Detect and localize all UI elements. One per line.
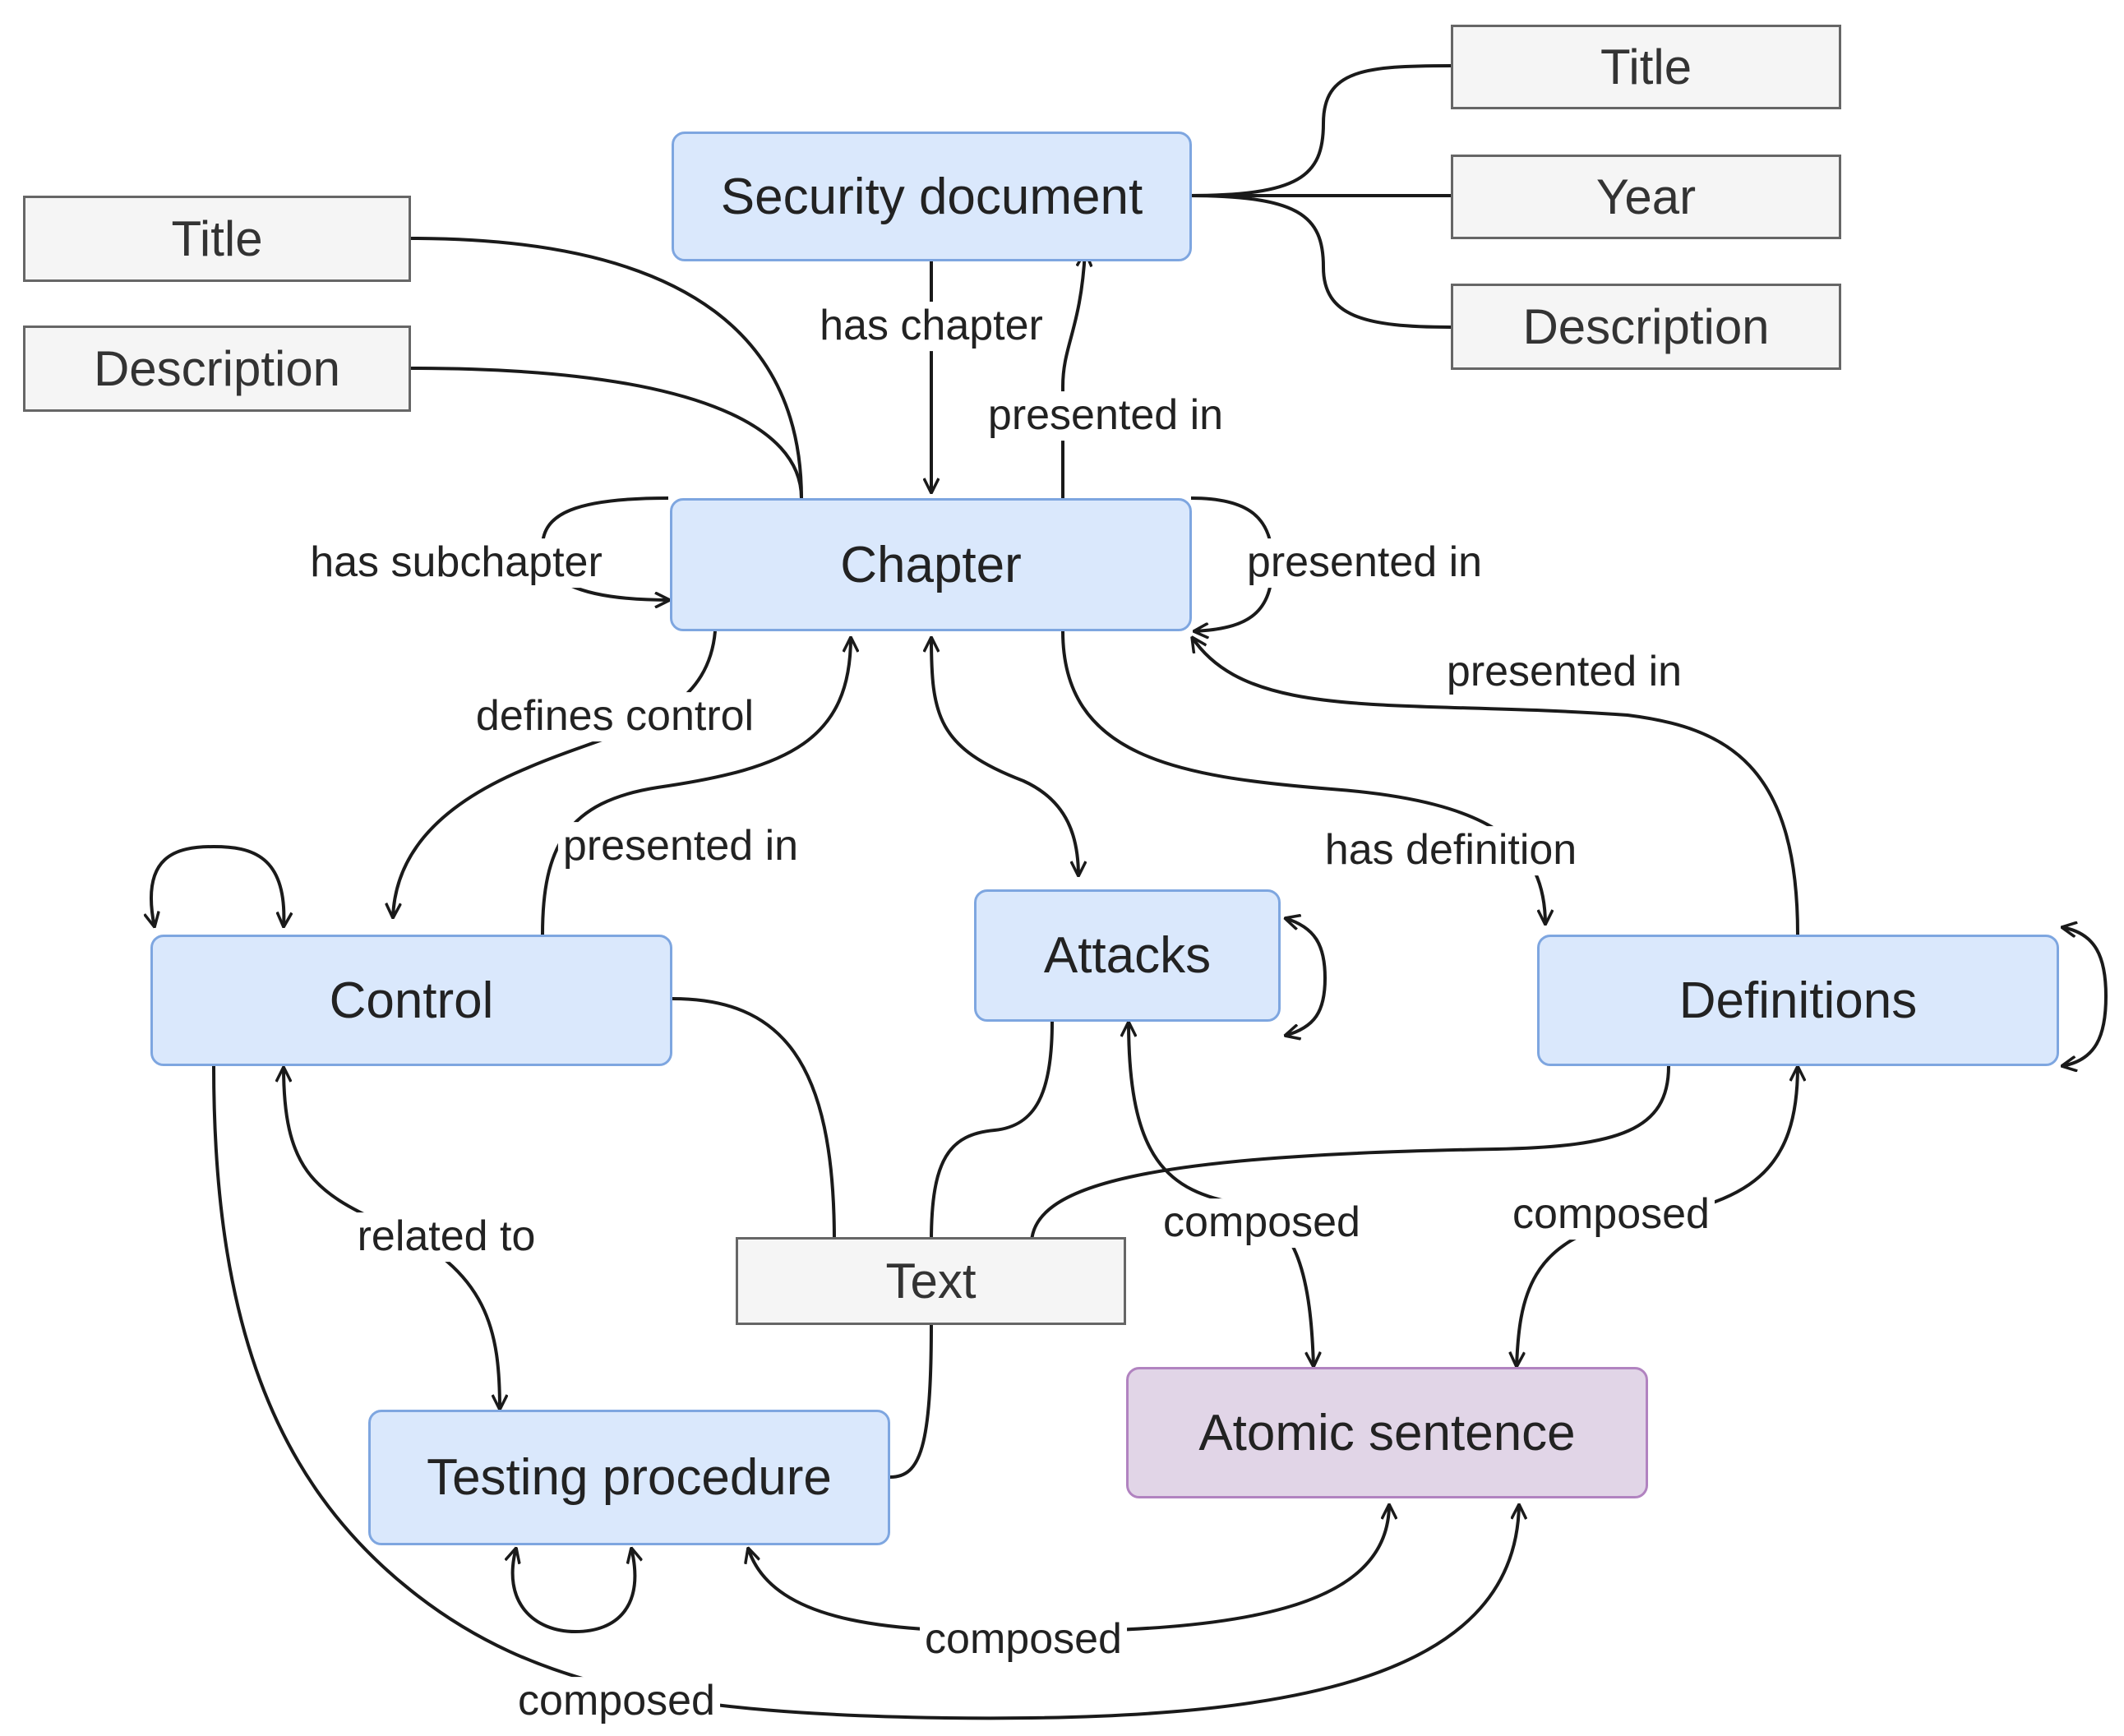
label-has-chapter: has chapter [815, 302, 1048, 351]
testing-procedure-node: Testing procedure [368, 1410, 890, 1545]
edge-attacks-self [1285, 918, 1328, 1036]
label-presented-in-doc: presented in [982, 391, 1229, 441]
text-attribute: Text [736, 1237, 1126, 1325]
chapter-description-attribute: Description [23, 326, 411, 412]
edge-chapter-attacks [931, 637, 1078, 876]
edge-defines-control [393, 630, 717, 918]
label-defines-control: defines control [470, 692, 760, 741]
label-presented-in-self: presented in [1241, 538, 1488, 588]
edge-control-self [151, 844, 284, 927]
control-node: Control [150, 935, 672, 1066]
label-presented-in-definitions: presented in [1441, 648, 1688, 697]
label-has-definition: has definition [1319, 826, 1582, 875]
label-composed-definitions: composed [1508, 1190, 1715, 1240]
edge-presented-in-control [541, 637, 851, 935]
doc-title-attribute: Title [1451, 25, 1841, 109]
chapter-title-attribute: Title [23, 196, 411, 282]
edge-chapter-description [410, 367, 803, 499]
attacks-node: Attacks [974, 889, 1281, 1022]
security-document-node: Security document [672, 132, 1192, 261]
doc-year-attribute: Year [1451, 155, 1841, 239]
edge-testing-self [513, 1548, 635, 1634]
label-has-subchapter: has subchapter [305, 538, 607, 588]
chapter-node: Chapter [670, 498, 1192, 631]
doc-description-attribute: Description [1451, 284, 1841, 370]
edge-composed-attacks [1129, 1022, 1314, 1367]
atomic-sentence-node: Atomic sentence [1126, 1367, 1648, 1498]
label-composed-attacks: composed [1158, 1198, 1365, 1248]
definitions-node: Definitions [1537, 935, 2059, 1066]
edge-testing-text [889, 1323, 933, 1479]
label-composed-control: composed [513, 1677, 720, 1726]
edge-doc-description [1187, 194, 1452, 329]
edge-chapter-title [410, 237, 803, 499]
label-related-to: related to [352, 1212, 541, 1262]
edge-attacks-text [930, 1021, 1054, 1242]
label-composed-testing: composed [920, 1615, 1127, 1664]
edge-presented-in-doc [1061, 252, 1085, 498]
edge-definitions-self [2062, 927, 2108, 1066]
label-presented-in-control: presented in [557, 822, 804, 871]
edge-presented-in-definitions [1192, 637, 1799, 935]
edge-doc-title [1187, 64, 1452, 197]
edge-control-text [672, 997, 836, 1242]
